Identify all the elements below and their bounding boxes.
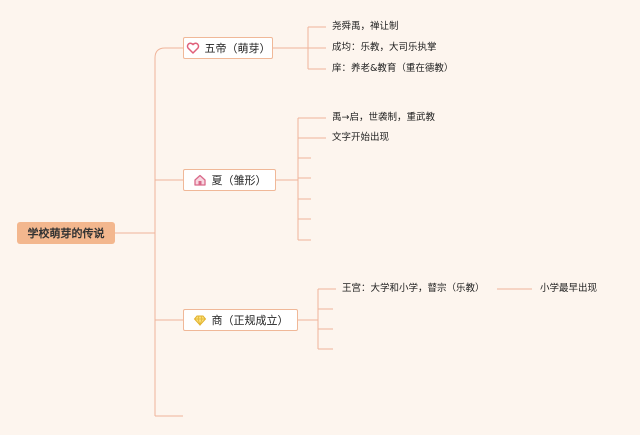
leaf-xia-2[interactable]: 文字开始出现 xyxy=(332,132,390,143)
leaf-wudi-3[interactable]: 庠：养老&教育（重在德教） xyxy=(332,63,454,74)
leaf-wudi-2[interactable]: 成均：乐教，大司乐执掌 xyxy=(332,42,437,53)
house-icon xyxy=(193,173,207,187)
topic-shang-label: 商（正规成立） xyxy=(211,314,289,327)
topic-wudi[interactable]: 五帝（萌芽） xyxy=(183,37,273,59)
topic-xia[interactable]: 夏（雏形） xyxy=(183,169,276,191)
heart-icon xyxy=(186,41,200,55)
topic-wudi-label: 五帝（萌芽） xyxy=(204,42,271,55)
topic-xia-label: 夏（雏形） xyxy=(211,174,267,187)
leaf-shang-1[interactable]: 王宫：大学和小学，瞽宗（乐教） xyxy=(342,283,485,294)
root-topic-label: 学校萌芽的传说 xyxy=(27,227,105,240)
leaf-shang-1-sub[interactable]: 小学最早出现 xyxy=(540,283,598,294)
root-topic[interactable]: 学校萌芽的传说 xyxy=(17,222,115,244)
gem-icon xyxy=(193,313,207,327)
topic-shang[interactable]: 商（正规成立） xyxy=(183,309,298,331)
leaf-wudi-1[interactable]: 尧舜禹，禅让制 xyxy=(332,21,399,32)
leaf-xia-1[interactable]: 禹→启，世袭制，重武教 xyxy=(332,112,435,123)
